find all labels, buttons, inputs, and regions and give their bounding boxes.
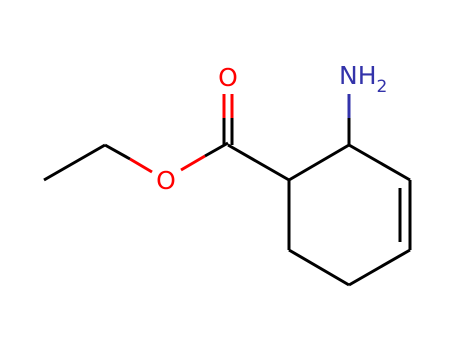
amine-symbol: NH [339, 61, 377, 90]
bond-ring-c4-c5 [348, 248, 411, 287]
bond-ester-oxygen-carbonyl-c [204, 141, 229, 158]
bond-ring-c1-c2 [288, 143, 350, 182]
bond-ring-c5-c6 [288, 248, 350, 287]
bond-ester-oxygen-carbonyl-o [180, 154, 206, 172]
bond-methylene-ester-oxygen-o [129, 157, 153, 174]
carbonyl-oxygen-label: O [218, 63, 238, 92]
atom-labels: O O NH2 [156, 61, 387, 195]
bond-ring-c2-c3 [348, 143, 411, 182]
bond-methyl-methylene [43, 143, 106, 182]
bond-carbonyl-ring [227, 143, 290, 182]
ester-oxygen-label: O [156, 166, 176, 195]
bonds [43, 94, 412, 287]
bond-methylene-ester-oxygen-c [104, 143, 131, 161]
amine-subscript: 2 [377, 77, 388, 97]
amine-label: NH2 [339, 61, 387, 97]
